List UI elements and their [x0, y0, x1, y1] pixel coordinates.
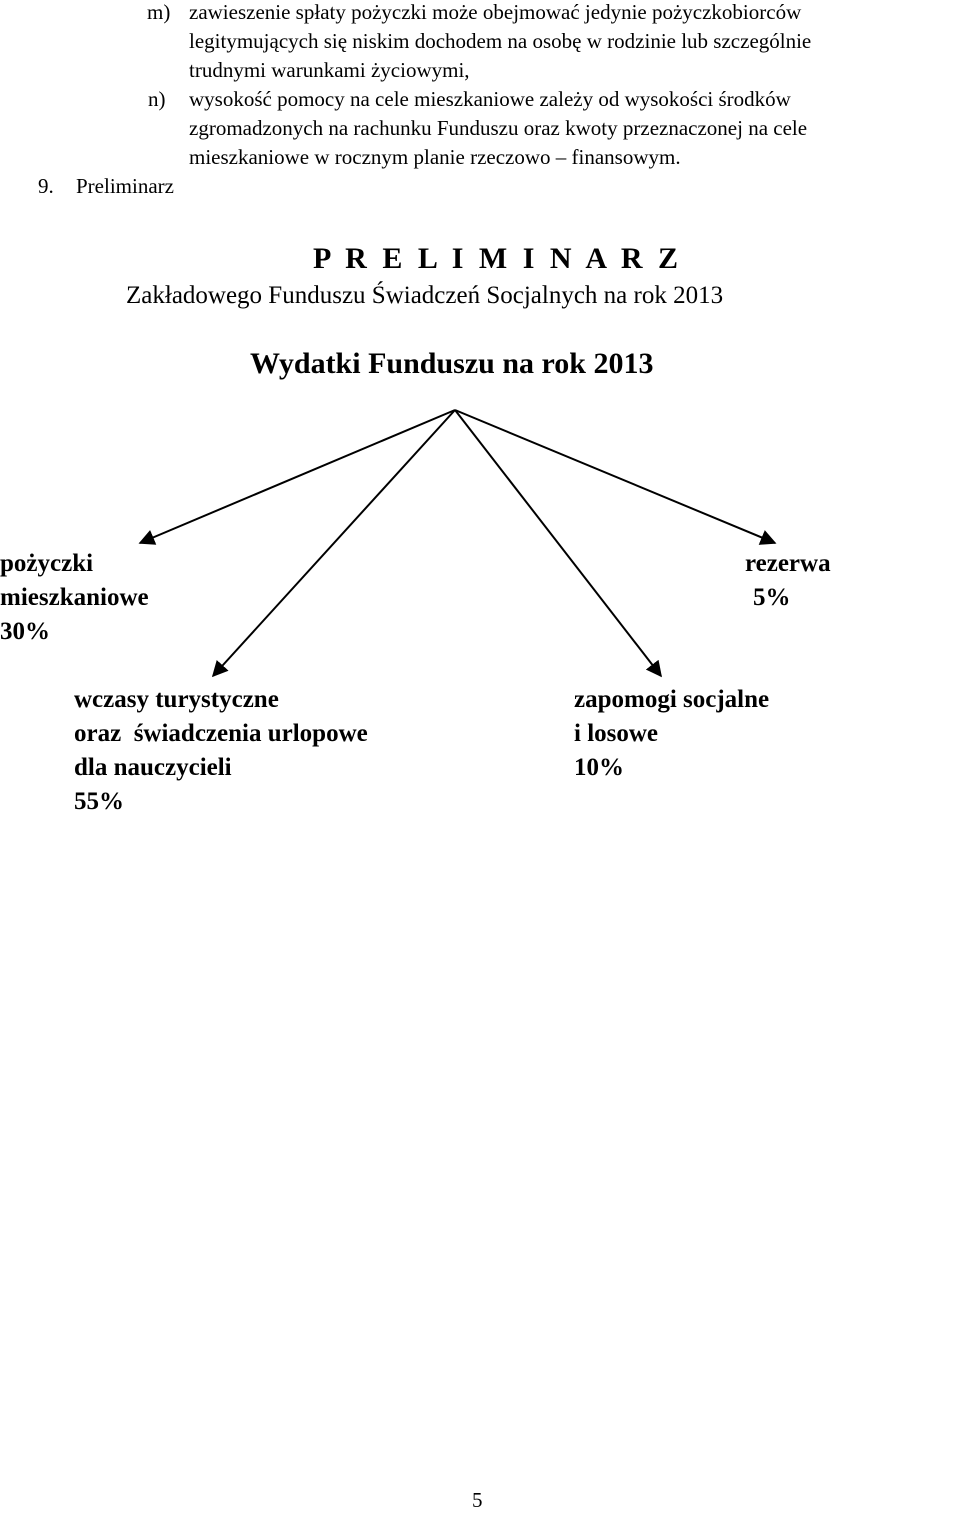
- node-reserve-line-2: 5%: [753, 584, 791, 611]
- list-marker-m: m): [147, 0, 171, 24]
- node-loans-line-3: 30%: [0, 618, 50, 645]
- list-item-n-line-2: zgromadzonych na rachunku Funduszu oraz …: [189, 116, 808, 140]
- node-allowances-line-3: 10%: [574, 754, 624, 781]
- list-item-m-line-1: zawieszenie spłaty pożyczki może obejmow…: [189, 0, 802, 24]
- list-marker-n: n): [148, 87, 166, 111]
- arrow-to-reserve: [454, 409, 777, 545]
- expenses-tree-diagram: [138, 409, 777, 678]
- list-item-m-line-2: legitymujących się niskim dochodem na os…: [189, 29, 812, 53]
- page-number: 5: [472, 1488, 483, 1512]
- node-allowances: zapomogi socjalne i losowe 10%: [574, 683, 769, 785]
- preliminarz-title: P R E L I M I N A R Z: [313, 242, 683, 275]
- list-item-m-line-3: trudnymi warunkami życiowymi,: [189, 58, 470, 82]
- node-holidays-line-3: dla nauczycieli: [74, 754, 232, 781]
- expenses-heading: Wydatki Funduszu na rok 2013: [250, 347, 654, 380]
- arrow-to-allowances: [454, 409, 662, 678]
- node-holidays: wczasy turystyczne oraz świadczenia urlo…: [74, 683, 368, 819]
- list-item-n: wysokość pomocy na cele mieszkaniowe zal…: [189, 85, 807, 172]
- node-holidays-line-2: oraz świadczenia urlopowe: [74, 720, 368, 747]
- node-reserve-line-1: rezerwa: [745, 550, 831, 577]
- node-loans-line-1: pożyczki: [0, 550, 94, 577]
- preliminarz-subtitle: Zakładowego Funduszu Świadczeń Socjalnyc…: [126, 282, 724, 309]
- node-allowances-line-1: zapomogi socjalne: [574, 686, 770, 713]
- node-holidays-line-1: wczasy turystyczne: [74, 686, 279, 713]
- arrow-to-loans: [138, 409, 456, 545]
- list-item-n-line-1: wysokość pomocy na cele mieszkaniowe zal…: [189, 87, 791, 111]
- node-holidays-line-4: 55%: [74, 788, 124, 815]
- node-loans-line-2: mieszkaniowe: [0, 584, 149, 611]
- section-label: Preliminarz: [76, 174, 174, 198]
- list-item-n-line-3: mieszkaniowe w rocznym planie rzeczowo –…: [189, 145, 681, 169]
- node-allowances-line-2: i losowe: [574, 720, 659, 747]
- list-item-m: zawieszenie spłaty pożyczki może obejmow…: [189, 0, 811, 85]
- section-number: 9.: [38, 174, 54, 198]
- arrow-to-holidays: [211, 409, 456, 678]
- node-loans: pożyczki mieszkaniowe 30%: [0, 547, 149, 649]
- node-reserve: rezerwa 5%: [745, 547, 831, 615]
